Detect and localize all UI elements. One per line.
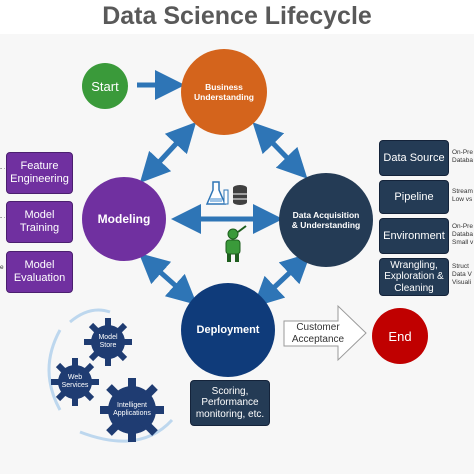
gear-intelligent-applications-shape [100,378,164,442]
data-acquisition-node: Data Acquisition & Understanding [279,173,373,267]
note-line: Databa [452,231,473,239]
note-line: Small v [452,239,474,247]
gear-label-web-services: Web Services [61,374,89,389]
deployment-node: Deployment [181,283,275,377]
modeling-task-feature-engineering: Feature Engineering [6,152,73,194]
gear-web-services-shape [51,358,99,406]
arrow-business-acquisition [252,122,308,179]
gear-model-store-shape [84,318,132,366]
arrow-modeling-deployment [138,253,198,305]
acquisition-task-environment: Environment [379,218,449,254]
modeling-task-model-evaluation: Model Evaluation [6,251,73,293]
database-icon [233,185,247,205]
business-understanding-node: Business Understanding [181,49,267,135]
acquisition-note-pipeline: Stream Low vs [452,188,474,204]
acquisition-note-data-source: On-Pre Databa [452,149,474,165]
modeling-task-model-training: Model Training [6,201,73,243]
gear-cycle-arrow-left [47,329,62,411]
modeling-note-3: e [0,264,4,271]
acquisition-task-data-source: Data Source [379,140,449,176]
note-line: Data V [452,271,472,279]
page-title: Data Science Lifecycle [102,2,372,30]
note-line: Databa [452,157,473,165]
acquisition-task-pipeline: Pipeline [379,180,449,214]
end-node: End [372,308,428,364]
gear-cycle-arrow-top [69,308,111,324]
modeling-node: Modeling [82,177,166,261]
acquisition-note-wrangling: Struct Data V Visuali [452,263,474,287]
arrow-acquisition-deployment [253,252,311,308]
start-node: Start [82,63,128,109]
note-line: Visuali [452,279,472,287]
acquisition-note-environment: On-Pre Databa Small v [452,223,474,247]
deployment-details-box: Scoring, Performance monitoring, etc. [190,380,270,426]
note-line: Stream [452,188,473,195]
arrow-business-modeling [139,121,197,184]
gear-label-model-store: Model Store [98,334,118,349]
user-icon [225,225,247,262]
gear-label-intelligent-applications: Intelligent Applications [113,402,151,417]
note-line: On-Pre [452,149,473,156]
customer-acceptance-arrow [283,304,367,362]
note-line: On-Pre [452,223,473,230]
note-line: Struct [452,263,469,270]
modeling-note-1: - - [0,165,5,172]
note-line: Low vs [452,196,473,204]
flask-icon [205,181,229,205]
acquisition-task-wrangling: Wrangling, Exploration & Cleaning [379,258,449,296]
modeling-note-2: - - [0,214,5,221]
customer-acceptance-label: Customer Acceptance [291,322,345,345]
